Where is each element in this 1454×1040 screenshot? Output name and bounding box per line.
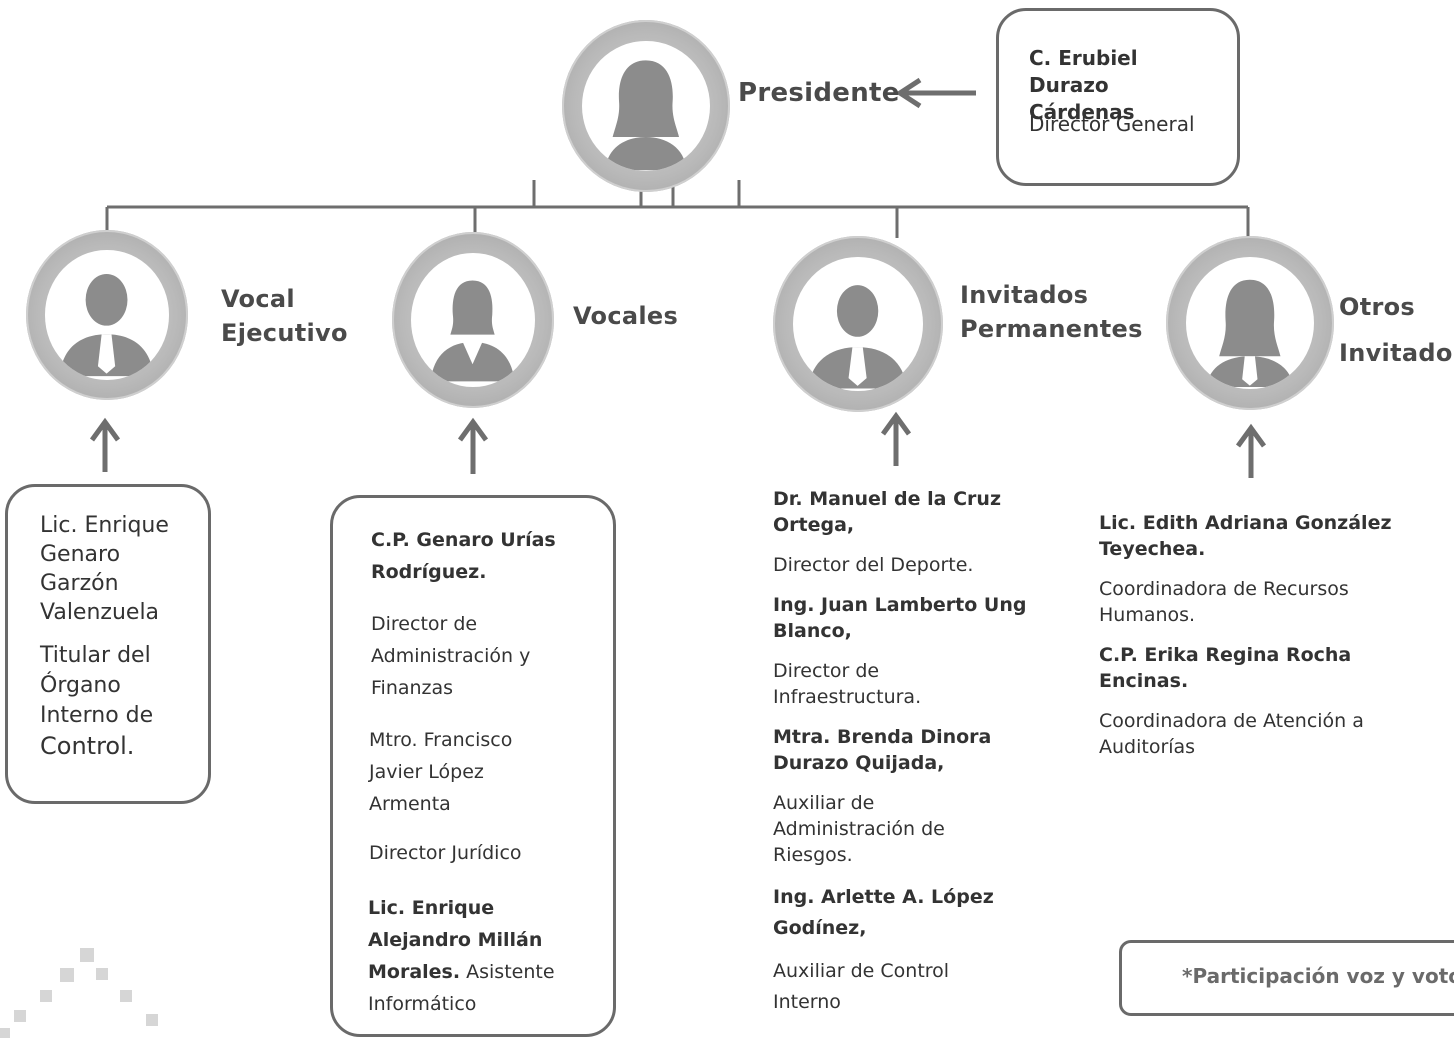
vocales-p1-name-line1: C.P. Genaro Urías <box>371 529 556 551</box>
vocal-ejecutivo-title-line1: Titular del <box>40 643 151 668</box>
vocales-p3-name-line3: Morales. <box>368 961 461 983</box>
otros-label: Otros Invitado <box>1339 284 1453 376</box>
vocales-p3-name-line2: Alejandro Millán <box>368 929 543 951</box>
vocales-p2-name-line2: Javier López <box>369 761 484 783</box>
vocales-p2-name: Mtro. Francisco Javier López Armenta <box>369 724 512 820</box>
vocales-p1-title: Director de Administración y Finanzas <box>371 608 530 704</box>
invitados-p2-title-line1: Director de <box>773 660 880 682</box>
otros-p2-name-line2: Encinas. <box>1099 670 1189 692</box>
otros-p1-title-line2: Humanos. <box>1099 604 1196 626</box>
man-silhouette-icon <box>808 285 908 389</box>
vocales-p2-title: Director Jurídico <box>369 842 522 864</box>
vocales-p3-name-line1: Lic. Enrique <box>368 897 495 919</box>
invitados-p3-name-line2: Durazo Quijada, <box>773 752 945 774</box>
vocales-p1-name: C.P. Genaro Urías Rodríguez. <box>371 524 556 588</box>
otros-list: Lic. Edith Adriana González Teyechea. Co… <box>1099 510 1429 760</box>
director-general-title: Director General <box>1029 112 1195 136</box>
invitados-p4-title-line1: Auxiliar de Control <box>773 960 950 982</box>
invitados-p3-title-line3: Riesgos. <box>773 844 853 866</box>
otros-p2-name-line1: C.P. Erika Regina Rocha <box>1099 644 1352 666</box>
invitados-p3-title-line2: Administración de <box>773 818 945 840</box>
vocales-p3-title-inline: Asistente <box>466 961 555 983</box>
vocales-p2-name-line3: Armenta <box>369 793 451 815</box>
vocales-p1-name-line2: Rodríguez. <box>371 561 487 583</box>
invitados-list: Dr. Manuel de la Cruz Ortega, Director d… <box>773 486 1063 1018</box>
otros-label-line2: Invitado <box>1339 339 1453 367</box>
vocales-p1-title-line3: Finanzas <box>371 677 454 699</box>
invitados-p2-name-line1: Ing. Juan Lamberto Ung <box>773 594 1027 616</box>
invitados-label: Invitados Permanentes <box>960 278 1143 346</box>
vocales-avatar <box>392 232 554 408</box>
man-silhouette-icon <box>60 274 154 377</box>
otros-p2-title-line2: Auditorías <box>1099 736 1196 758</box>
vocal-ejecutivo-avatar <box>26 230 188 400</box>
vocal-ejecutivo-title-line2: Órgano <box>40 673 121 698</box>
invitados-p4-name-line1: Ing. Arlette A. López <box>773 886 994 908</box>
vocales-box: C.P. Genaro Urías Rodríguez. Director de… <box>330 495 616 1037</box>
vocal-ejecutivo-label: Vocal Ejecutivo <box>221 282 348 350</box>
vocal-ejecutivo-label-line1: Vocal <box>221 285 295 313</box>
invitados-p4-name-line2: Godínez, <box>773 917 867 939</box>
invitados-p1-name-line1: Dr. Manuel de la Cruz <box>773 488 1002 510</box>
otros-avatar <box>1166 236 1334 410</box>
invitados-p3-title-line1: Auxiliar de <box>773 792 875 814</box>
invitados-avatar <box>773 236 943 412</box>
otros-p1-name-line1: Lic. Edith Adriana González <box>1099 512 1392 534</box>
vocal-ejecutivo-title-line4: Control. <box>40 732 135 760</box>
vocal-ejecutivo-name-line1: Lic. Enrique <box>40 513 169 538</box>
otros-p2-title-line1: Coordinadora de Atención a <box>1099 710 1364 732</box>
vocal-ejecutivo-label-line2: Ejecutivo <box>221 319 348 347</box>
vocales-label: Vocales <box>573 302 679 330</box>
vocal-ejecutivo-name: Lic. Enrique Genaro Garzón Valenzuela <box>40 511 169 627</box>
vocales-p3-name-line3-row: Morales. Asistente <box>368 956 555 988</box>
vocal-ejecutivo-name-line3: Garzón <box>40 571 119 596</box>
vocal-ejecutivo-name-line4: Valenzuela <box>40 600 160 625</box>
vocales-p1-title-line1: Director de <box>371 613 478 635</box>
note-box: *Participación voz y voto <box>1119 940 1454 1016</box>
vocal-ejecutivo-name-line2: Genaro <box>40 542 121 567</box>
vocales-p2-name-line1: Mtro. Francisco <box>369 729 513 751</box>
invitados-p4-title-line2: Interno <box>773 991 841 1013</box>
note-text: *Participación voz y voto <box>1182 964 1454 988</box>
presidente-label: Presidente <box>738 78 900 108</box>
invitados-p2-title-line2: Infraestructura. <box>773 686 922 708</box>
woman-silhouette-icon <box>605 60 687 170</box>
vocal-ejecutivo-box: Lic. Enrique Genaro Garzón Valenzuela Ti… <box>5 484 211 804</box>
vocales-p3: Lic. Enrique Alejandro Millán Morales. A… <box>368 892 555 1020</box>
presidente-avatar <box>562 20 730 192</box>
invitados-label-line2: Permanentes <box>960 315 1143 343</box>
vocal-ejecutivo-title-line3: Interno de <box>40 703 154 728</box>
vocales-p1-title-line2: Administración y <box>371 645 531 667</box>
woman-professional-silhouette-icon <box>431 280 515 382</box>
director-general-box: C. Erubiel Durazo Cárdenas Director Gene… <box>996 8 1240 186</box>
vocal-ejecutivo-title: Titular del Órgano Interno de Control. <box>40 641 153 761</box>
otros-label-line1: Otros <box>1339 293 1415 321</box>
director-general-name: C. Erubiel Durazo Cárdenas <box>1029 46 1138 124</box>
otros-p1-name-line2: Teyechea. <box>1099 538 1206 560</box>
decorative-pattern-icon <box>0 948 158 1038</box>
otros-p1-title-line1: Coordinadora de Recursos <box>1099 578 1349 600</box>
invitados-p2-name-line2: Blanco, <box>773 620 852 642</box>
invitados-label-line1: Invitados <box>960 281 1089 309</box>
invitados-p1-title: Director del Deporte. <box>773 554 974 576</box>
invitados-p1-name-line2: Ortega, <box>773 514 855 536</box>
woman-silhouette-icon <box>1206 279 1294 387</box>
invitados-p3-name-line1: Mtra. Brenda Dinora <box>773 726 992 748</box>
vocales-p3-title-line2: Informático <box>368 993 477 1015</box>
